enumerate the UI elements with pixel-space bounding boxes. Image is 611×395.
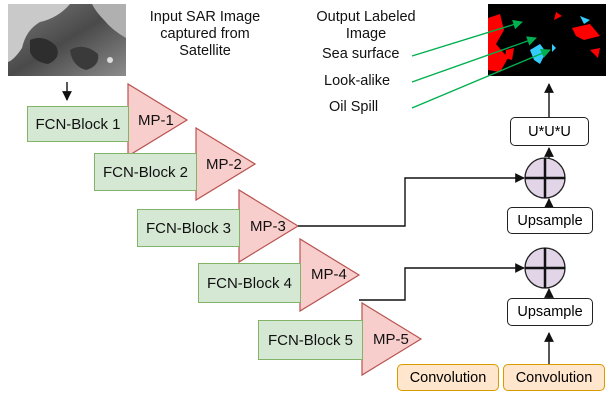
input-label-line-2: captured from [160,26,250,42]
input-label-line-1: Input SAR Image [149,9,261,25]
upsample-box-1: Upsample [507,207,593,234]
input-label-line-3: Satellite [179,43,231,59]
oil-spill-arrow [411,48,551,109]
fcn-block-5: FCN-Block 5 [258,320,363,360]
mp-4-label: MP-4 [311,266,347,283]
upsample-box-2: Upsample [507,298,593,326]
legend-look-alike: Look-alike [324,73,391,89]
mp3-to-adder-arrow [298,173,525,227]
legend-oil-spill: Oil Spill [329,99,379,115]
output-labeled-image [488,4,606,76]
look-alike-arrow [411,36,537,83]
sum-node-2 [524,247,566,289]
output-label-line-1: Output Labeled [316,9,416,25]
sum-node-1 [524,157,566,199]
sea-surface-arrow [411,19,523,57]
input-label: Input SAR Image captured from Satellite [140,9,270,60]
output-label: Output Labeled Image [300,9,432,43]
mp-2-label: MP-2 [206,156,242,173]
fcn-block-2: FCN-Block 2 [94,153,197,191]
mp-5-label: MP-5 [373,331,409,348]
convolution-box-2: Convolution [503,364,605,391]
mp4-to-adder-arrow [359,263,525,301]
fcn-block-1: FCN-Block 1 [27,106,129,142]
fcn-block-4: FCN-Block 4 [198,263,301,303]
fcn-block-3: FCN-Block 3 [137,209,240,247]
input-sar-image [8,4,126,76]
mp-1-label: MP-1 [138,112,174,129]
uuu-box: U*U*U [510,117,589,146]
output-label-line-2: Image [345,26,387,42]
mp-3-label: MP-3 [250,218,286,235]
legend-sea-surface: Sea surface [322,46,400,62]
convolution-box-1: Convolution [397,364,499,391]
